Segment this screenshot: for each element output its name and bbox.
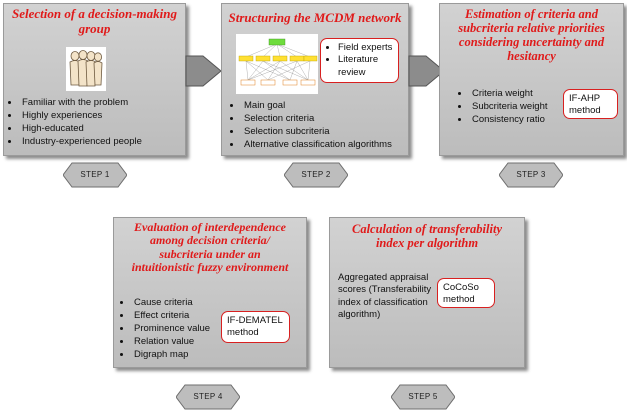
step-3-title: Estimation of criteria and subcriteria r… [458, 7, 605, 63]
step-2-box: Structuring the MCDM network Field exper… [221, 3, 409, 156]
list-item: Selection criteria [242, 112, 392, 125]
step-4-title: Evaluation of interdependence among deci… [131, 220, 289, 275]
step-2-sources-box: Field experts Literature review [320, 38, 399, 83]
step-1-list: Familiar with the problem Highly experie… [6, 96, 142, 148]
step-4-tag-shape [176, 384, 240, 410]
step-4-tag: STEP 4 [176, 384, 240, 410]
step-3-list: Criteria weight Subcriteria weight Consi… [456, 87, 548, 126]
list-item: Familiar with the problem [20, 96, 142, 109]
step-4-method-box: IF-DEMATEL method [221, 311, 290, 343]
step-3-method-box: IF-AHP method [563, 89, 618, 119]
step-4-box: Evaluation of interdependence among deci… [113, 217, 307, 368]
list-item: Subcriteria weight [470, 100, 548, 113]
people-group-icon [66, 47, 106, 91]
step-3-tag: STEP 3 [499, 162, 563, 188]
list-item: Main goal [242, 99, 392, 112]
step-2-list: Main goal Selection criteria Selection s… [228, 99, 392, 151]
list-item: Digraph map [132, 348, 210, 361]
step-5-label: STEP 5 [408, 392, 438, 401]
right-arrow-icon [408, 55, 445, 87]
step-2-tag-shape [284, 162, 348, 188]
step-3-tag-shape [499, 162, 563, 188]
list-item: Industry-experienced people [20, 135, 142, 148]
list-item: Highly experiences [20, 109, 142, 122]
step-5-method-box: CoCoSo method [437, 278, 495, 308]
right-arrow-icon [185, 55, 222, 87]
list-item: Prominence value [132, 322, 210, 335]
step-1-title: Selection of a decision-making group [11, 6, 178, 36]
step-2-tag: STEP 2 [284, 162, 348, 188]
step-2-label: STEP 2 [301, 170, 331, 179]
step-1-tag: STEP 1 [63, 162, 127, 188]
step-5-tag: STEP 5 [391, 384, 455, 410]
step-1-tag-shape [63, 162, 127, 188]
step-3-label: STEP 3 [516, 170, 546, 179]
hierarchy-network-icon [236, 34, 318, 94]
step-5-title: Calculation of transferability index per… [351, 222, 502, 250]
list-item: Selection subcriteria [242, 125, 392, 138]
list-item: Effect criteria [132, 309, 210, 322]
step-3-box: Estimation of criteria and subcriteria r… [439, 3, 624, 156]
list-item: Cause criteria [132, 296, 210, 309]
step-4-list: Cause criteria Effect criteria Prominenc… [118, 296, 210, 362]
list-item: Relation value [132, 335, 210, 348]
list-item: Criteria weight [470, 87, 548, 100]
list-item: Consistency ratio [470, 113, 548, 126]
step-5-box: Calculation of transferability index per… [329, 217, 525, 368]
step-4-label: STEP 4 [193, 392, 223, 401]
step-1-box: Selection of a decision-making group Fam… [3, 3, 186, 156]
list-item: Field experts [338, 42, 393, 54]
list-item: Alternative classification algorithms [242, 138, 392, 151]
list-item: High-educated [20, 122, 142, 135]
list-item: Literature review [338, 54, 393, 79]
step-1-label: STEP 1 [80, 170, 110, 179]
step-2-title: Structuring the MCDM network [228, 10, 402, 25]
step-5-text: Aggregated appraisal scores (Transferabi… [338, 272, 432, 321]
step-5-tag-shape [391, 384, 455, 410]
